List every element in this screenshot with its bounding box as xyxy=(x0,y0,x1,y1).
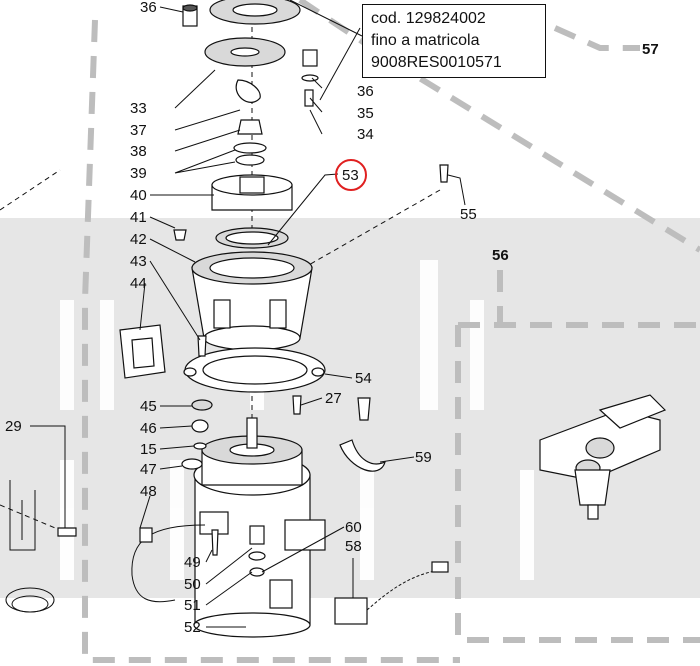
callout-56: 56 xyxy=(492,247,509,264)
callout-34: 34 xyxy=(357,126,374,143)
callout-37: 37 xyxy=(130,122,147,139)
callout-58: 58 xyxy=(345,538,362,555)
watermark-band xyxy=(0,218,700,598)
sensor-cable xyxy=(131,511,229,603)
callout-55: 55 xyxy=(460,206,477,223)
note-line-serial: 9008RES0010571 xyxy=(371,54,502,71)
gasket-plate xyxy=(183,347,326,393)
screws xyxy=(57,164,449,537)
callout-36-top: 36 xyxy=(140,0,157,16)
gearmotor-unit xyxy=(539,394,667,520)
callout-39: 39 xyxy=(130,165,147,182)
burr-assembly xyxy=(182,0,319,211)
callout-54: 54 xyxy=(355,370,372,387)
callout-33: 33 xyxy=(130,100,147,117)
callout-59: 59 xyxy=(415,449,432,466)
callout-27: 27 xyxy=(325,390,342,407)
serial-note-box: cod. 129824002 fino a matricola 9008RES0… xyxy=(362,4,546,78)
callout-45: 45 xyxy=(140,398,157,415)
connector-bracket xyxy=(119,324,166,379)
callout-15: 15 xyxy=(140,441,157,458)
side-frame xyxy=(5,480,55,613)
group-56-border xyxy=(455,270,700,643)
callout-47: 47 xyxy=(140,461,157,478)
callout-38: 38 xyxy=(130,143,147,160)
deflector-plate xyxy=(339,439,386,472)
callout-48: 48 xyxy=(140,483,157,500)
callout-29: 29 xyxy=(5,418,22,435)
note-line-until: fino a matricola xyxy=(371,32,480,49)
callout-57: 57 xyxy=(642,41,659,58)
grinding-housing xyxy=(191,227,313,351)
callout-53: 53 xyxy=(342,167,359,184)
callout-60: 60 xyxy=(345,519,362,536)
callout-49: 49 xyxy=(184,554,201,571)
group-57-border-right xyxy=(553,25,640,51)
note-line-code: cod. 129824002 xyxy=(371,10,486,27)
callout-44: 44 xyxy=(130,275,147,292)
leader-lines xyxy=(30,0,466,628)
callout-43: 43 xyxy=(130,253,147,270)
carbon-brush xyxy=(334,561,449,625)
highlight-circle xyxy=(335,159,367,191)
callout-35: 35 xyxy=(357,105,374,122)
callout-41: 41 xyxy=(130,209,147,226)
callout-46: 46 xyxy=(140,420,157,437)
callout-52: 52 xyxy=(184,619,201,636)
callout-42: 42 xyxy=(130,231,147,248)
callout-50: 50 xyxy=(184,576,201,593)
callout-36-right: 36 xyxy=(357,83,374,100)
callout-51: 51 xyxy=(184,597,201,614)
callout-40: 40 xyxy=(130,187,147,204)
